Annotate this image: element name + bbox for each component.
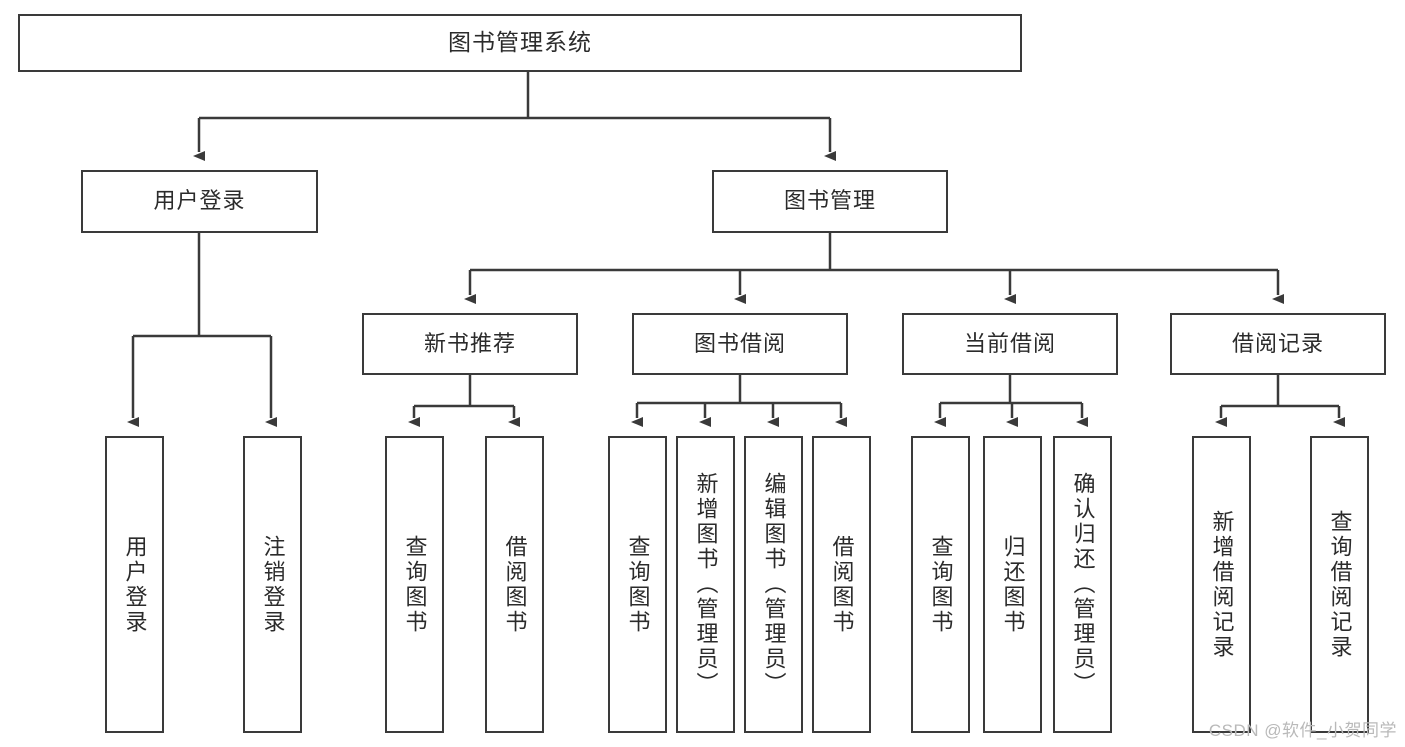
node-user-login[interactable]: 用户登录 [81,170,318,233]
node-leaf-add-record-label: 新增借阅记录 [1209,509,1235,660]
node-book-manage-label: 图书管理 [783,188,876,214]
node-leaf-edit-book-label: 编辑图书（管理员） [761,472,787,697]
node-leaf-query-book-bor-label: 查询图书 [625,534,651,635]
node-leaf-query-record-label: 查询借阅记录 [1327,509,1353,660]
node-borrow-record[interactable]: 借阅记录 [1170,313,1386,375]
node-current-borrow-label: 当前借阅 [963,330,1056,356]
node-new-book-rec[interactable]: 新书推荐 [362,313,578,375]
node-leaf-borrow-book-rec[interactable]: 借阅图书 [485,436,544,733]
node-borrow-record-label: 借阅记录 [1231,330,1324,356]
node-leaf-query-book-cur[interactable]: 查询图书 [911,436,970,733]
node-new-book-rec-label: 新书推荐 [423,330,516,356]
node-leaf-borrow-book-rec-label: 借阅图书 [502,534,528,635]
node-user-login-label: 用户登录 [153,188,246,214]
node-current-borrow[interactable]: 当前借阅 [902,313,1118,375]
node-leaf-add-record[interactable]: 新增借阅记录 [1192,436,1251,733]
node-leaf-return-book[interactable]: 归还图书 [983,436,1042,733]
node-leaf-add-book-label: 新增图书（管理员） [693,472,719,697]
csdn-watermark: CSDN @软件_小贺同学 [1208,721,1397,740]
node-leaf-logout[interactable]: 注销登录 [243,436,302,733]
node-book-borrow-label: 图书借阅 [693,330,786,356]
node-root[interactable]: 图书管理系统 [18,14,1022,72]
node-leaf-user-login[interactable]: 用户登录 [105,436,164,733]
node-leaf-confirm-return[interactable]: 确认归还（管理员） [1053,436,1112,733]
node-leaf-edit-book[interactable]: 编辑图书（管理员） [744,436,803,733]
node-leaf-query-book-rec-label: 查询图书 [402,534,428,635]
node-leaf-query-book-bor[interactable]: 查询图书 [608,436,667,733]
node-leaf-confirm-return-label: 确认归还（管理员） [1070,472,1096,697]
node-leaf-user-login-label: 用户登录 [122,534,148,635]
node-leaf-query-book-cur-label: 查询图书 [928,534,954,635]
node-book-manage[interactable]: 图书管理 [712,170,948,233]
node-leaf-borrow-book-bor-label: 借阅图书 [829,534,855,635]
node-leaf-logout-label: 注销登录 [260,534,286,635]
node-leaf-add-book[interactable]: 新增图书（管理员） [676,436,735,733]
node-leaf-return-book-label: 归还图书 [1000,534,1026,635]
node-leaf-borrow-book-bor[interactable]: 借阅图书 [812,436,871,733]
node-root-label: 图书管理系统 [448,29,592,56]
node-leaf-query-book-rec[interactable]: 查询图书 [385,436,444,733]
node-book-borrow[interactable]: 图书借阅 [632,313,848,375]
node-leaf-query-record[interactable]: 查询借阅记录 [1310,436,1369,733]
